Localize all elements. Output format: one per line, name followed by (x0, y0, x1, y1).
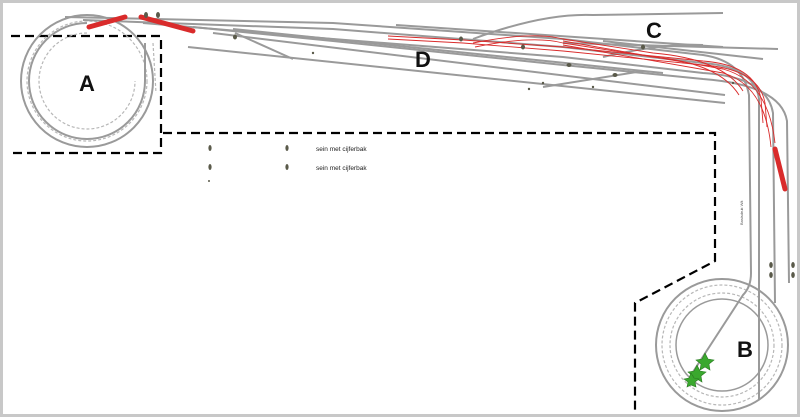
red-markers (86, 14, 788, 192)
main-lines (64, 16, 790, 399)
track-plan: sein met cijferbak sein met cijferbak Ba… (11, 12, 795, 414)
boundary-left-bay (11, 34, 163, 155)
legend: sein met cijferbak sein met cijferbak (208, 145, 367, 172)
red-marker-2 (138, 14, 196, 34)
legend-text-2: sein met cijferbak (316, 165, 367, 172)
boundary-main-wall (163, 131, 717, 414)
signal-icon (521, 44, 525, 50)
highlighted-route (387, 35, 776, 148)
yard-d-track-4 (542, 70, 644, 88)
yard-d-track-2 (212, 32, 726, 96)
signal-icon (208, 164, 212, 170)
yard-c-track-2 (472, 12, 724, 40)
signal-icon (791, 262, 795, 268)
yard-d (187, 28, 726, 104)
main-line-2 (82, 19, 760, 399)
zone-label-c: C (646, 18, 662, 43)
red-marker-3 (772, 146, 788, 192)
yard-c-track-1 (395, 24, 724, 48)
yard-c (395, 12, 779, 60)
signal-icon (791, 272, 795, 278)
signal-icon (285, 145, 289, 151)
helix-b (655, 278, 789, 412)
room-boundary (11, 34, 717, 414)
main-line-1 (64, 16, 753, 376)
signals (144, 12, 795, 278)
signal-icon (769, 272, 773, 278)
red-marker-1 (86, 14, 128, 30)
signal-icon (566, 63, 572, 67)
yard-d-track-3 (232, 28, 664, 74)
signal-icon (285, 164, 289, 170)
main-line-4 (192, 26, 790, 284)
track-annotation: Basisdruk Wit (739, 200, 744, 225)
zone-label-d: D (415, 47, 431, 72)
yard-d-track-1 (187, 46, 726, 104)
zone-label-a: A (79, 71, 95, 96)
signal-icon (641, 44, 645, 50)
tree-icon (683, 372, 700, 388)
legend-text-1: sein met cijferbak (316, 146, 367, 153)
yard-c-track-4 (602, 40, 764, 60)
zone-label-b: B (737, 337, 753, 362)
signal-icon (459, 36, 463, 42)
yard-d-crossover (234, 32, 294, 60)
tree-icon (695, 352, 715, 371)
signal-icon (233, 34, 237, 40)
signal-icon (769, 262, 773, 268)
signal-icon (144, 12, 148, 18)
signal-icon (208, 145, 212, 151)
signal-icon (612, 73, 618, 77)
trees (683, 352, 715, 388)
signal-icon (156, 12, 160, 18)
main-line-3 (142, 22, 776, 304)
